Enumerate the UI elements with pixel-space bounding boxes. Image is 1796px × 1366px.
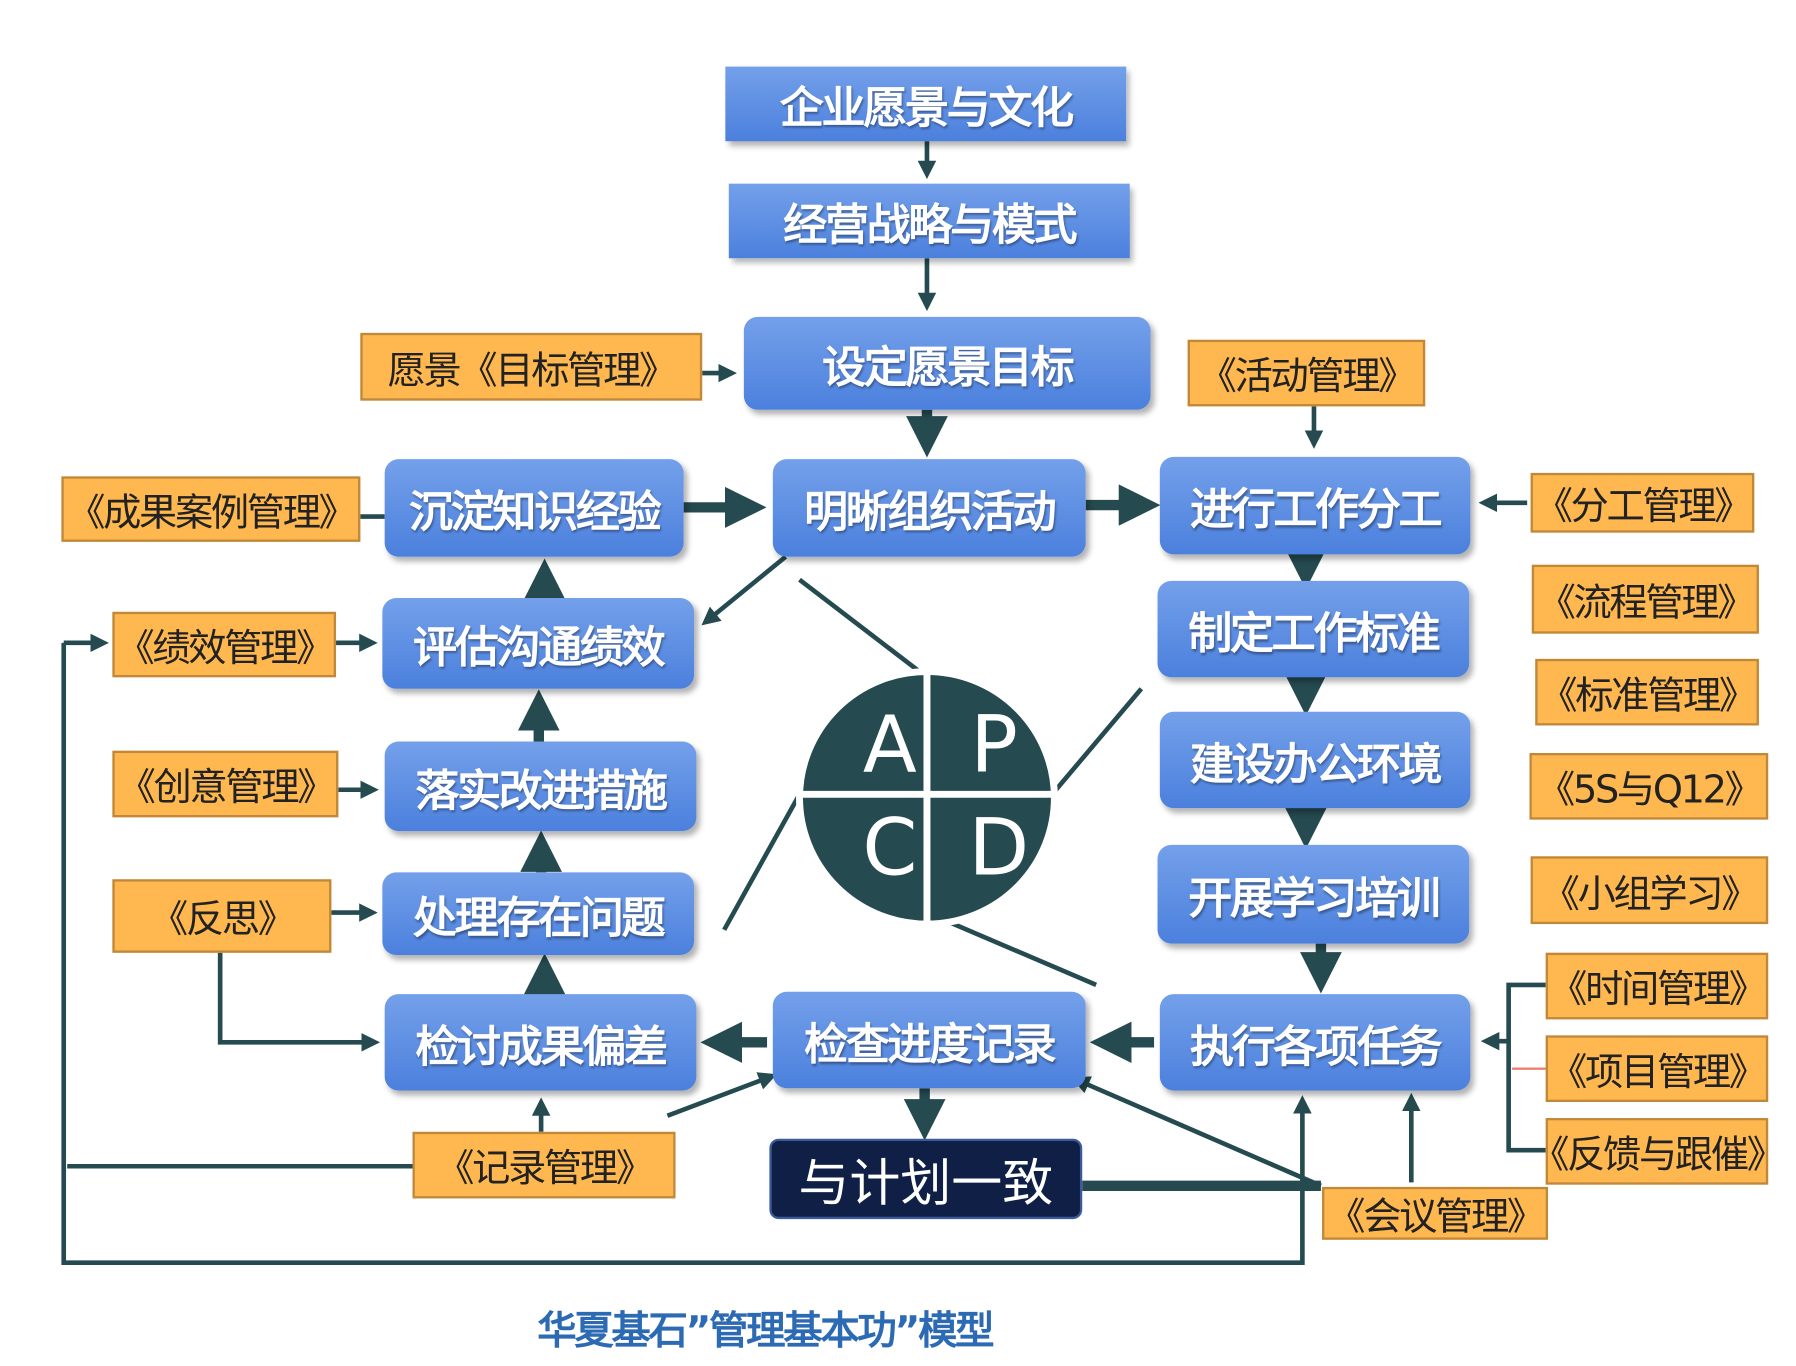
tool-group-learning: 《小组学习》 (1530, 856, 1769, 925)
vision-culture-box: 企业愿景与文化 (725, 66, 1127, 142)
tool-5s-q12: 《5S与Q12》 (1529, 753, 1769, 820)
tool-time-mgmt: 《时间管理》 (1545, 952, 1769, 1020)
tool-creative-mgmt: 《创意管理》 (112, 750, 339, 818)
evaluate-box: 评估沟通绩效 (382, 598, 695, 689)
strategy-model-box: 经营战略与模式 (728, 183, 1130, 259)
tool-reflection: 《反思》 (112, 879, 332, 953)
tool-process-mgmt: 《流程管理》 (1531, 564, 1759, 634)
tool-project-mgmt: 《项目管理》 (1545, 1035, 1769, 1102)
handle-issues-box: 处理存在问题 (382, 872, 695, 956)
standards-box: 制定工作标准 (1157, 580, 1470, 678)
knowledge-box: 沉淀知识经验 (384, 459, 684, 557)
pdca-letter-d: D (968, 803, 1030, 895)
training-box: 开展学习培训 (1157, 844, 1470, 944)
consistent-with-plan-box: 与计划一致 (769, 1138, 1083, 1220)
tool-division-mgmt: 《分工管理》 (1530, 472, 1755, 533)
office-env-box: 建设办公环境 (1159, 711, 1471, 809)
tool-goal-mgmt: 愿景《目标管理》 (360, 332, 703, 401)
review-deviation-box: 检讨成果偏差 (384, 994, 697, 1091)
tool-performance-mgmt: 《绩效管理》 (112, 611, 337, 678)
division-box: 进行工作分工 (1159, 456, 1471, 555)
pdca-letter-p: P (970, 700, 1018, 791)
improve-box: 落实改进措施 (384, 741, 697, 832)
set-vision-goals-box: 设定愿景目标 (743, 316, 1151, 410)
tool-activity-mgmt: 《活动管理》 (1187, 339, 1426, 407)
diagram-caption: 华夏基石”管理基本功”模型 (537, 1308, 994, 1355)
pdca-letter-a: A (862, 700, 917, 791)
tool-feedback: 《反馈与跟催》 (1531, 1118, 1785, 1185)
tool-meeting-mgmt: 《会议管理》 (1322, 1186, 1549, 1240)
pdca-letter-c: C (862, 803, 918, 895)
execute-box: 执行各项任务 (1159, 994, 1471, 1091)
clarify-org-activities-box: 明晰组织活动 (772, 459, 1086, 557)
tool-record-mgmt: 《记录管理》 (412, 1131, 676, 1199)
tool-standard-mgmt: 《标准管理》 (1535, 658, 1759, 726)
check-progress-box: 检查进度记录 (772, 991, 1086, 1089)
tool-case-mgmt: 《成果案例管理》 (61, 476, 361, 542)
pdca-circle (796, 668, 1058, 928)
